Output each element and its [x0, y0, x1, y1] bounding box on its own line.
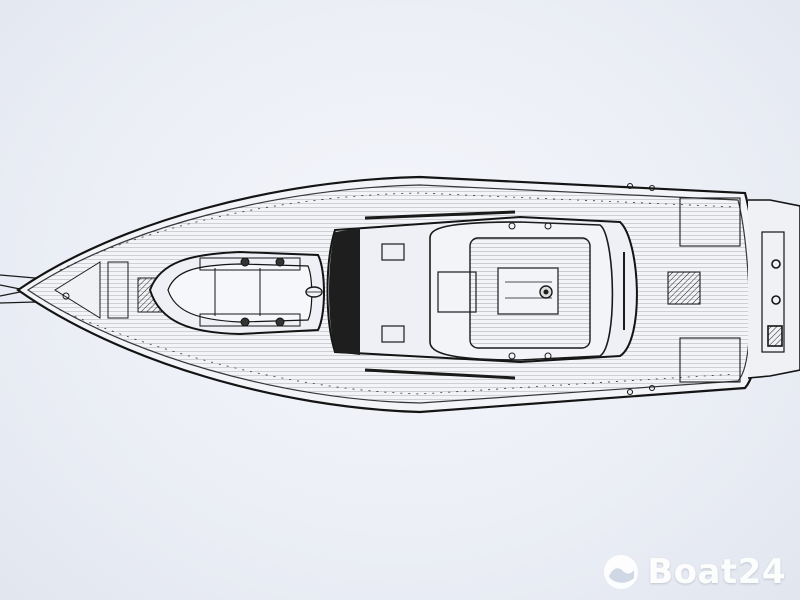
watermark: Boat24 — [603, 552, 786, 592]
boat24-logo-icon — [604, 555, 639, 589]
aft-deck — [626, 182, 741, 396]
dinghy — [148, 250, 325, 336]
watermark-text: Boat24 — [647, 552, 786, 592]
mast — [305, 286, 323, 298]
cockpit — [429, 221, 625, 361]
stern — [747, 199, 800, 379]
